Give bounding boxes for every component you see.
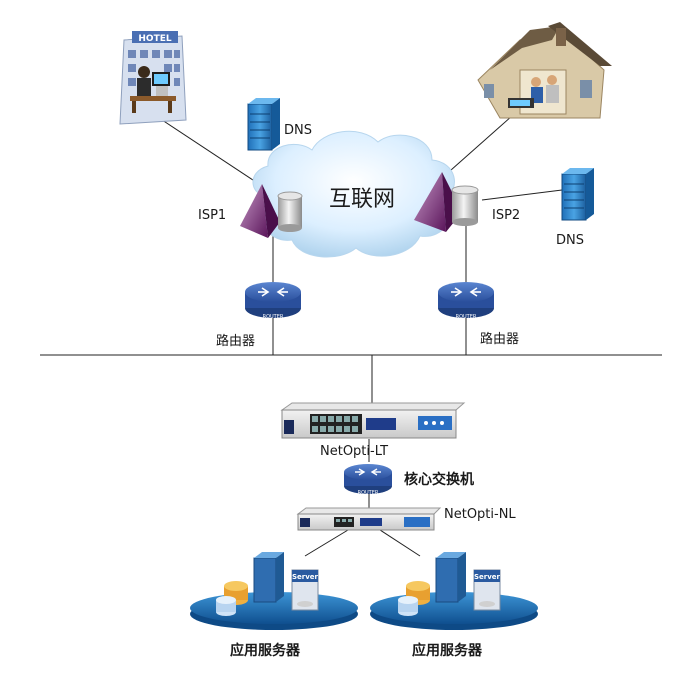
- isp2-to-dns-line: [481, 189, 563, 201]
- app-server-right-icon: Server: [370, 552, 538, 630]
- app-server-left-label: 应用服务器: [230, 642, 301, 659]
- hotel-to-isp1-line: [149, 111, 263, 187]
- dns-server-right-icon: [561, 168, 594, 221]
- home-building-icon: [477, 22, 612, 119]
- hotel-sign: HOTEL: [138, 34, 171, 44]
- nl-to-server-right-line: [379, 529, 421, 557]
- netopti-lt-label: NetOpti-LT: [320, 444, 388, 459]
- router-right-icon: ROUTER: [438, 282, 494, 320]
- nl-to-server-left-line: [304, 529, 349, 557]
- internet-cloud-icon: [252, 130, 455, 258]
- isp1-label: ISP1: [198, 208, 226, 223]
- netopti-nl-appliance-icon: [296, 507, 442, 531]
- hotel-building-icon: HOTEL: [119, 31, 187, 125]
- dns-left-label: DNS: [284, 123, 312, 138]
- isp1-gateway-icon: [240, 184, 303, 238]
- isp2-gateway-icon: [414, 172, 479, 232]
- dns-server-left-icon: [247, 98, 280, 151]
- core-switch-icon: ROUTER: [344, 464, 392, 496]
- router-right-badge: ROUTER: [456, 314, 477, 320]
- netopti-lt-appliance-icon: [280, 402, 466, 439]
- router-right-label: 路由器: [480, 331, 519, 347]
- router-left-label: 路由器: [216, 333, 255, 349]
- router-left-badge: ROUTER: [263, 314, 284, 320]
- core-switch-label: 核心交换机: [404, 471, 474, 488]
- app-server-right-label: 应用服务器: [412, 642, 483, 659]
- server-right-badge: Server: [474, 573, 501, 581]
- core-switch-badge: ROUTER: [358, 490, 379, 496]
- isp2-label: ISP2: [492, 208, 520, 223]
- app-server-left-icon: Server: [190, 552, 358, 630]
- dns-right-label: DNS: [556, 233, 584, 248]
- netopti-nl-label: NetOpti-NL: [444, 507, 516, 522]
- router-left-icon: ROUTER: [245, 282, 301, 320]
- internet-cloud-label: 互联网: [329, 187, 395, 212]
- server-left-badge: Server: [292, 573, 319, 581]
